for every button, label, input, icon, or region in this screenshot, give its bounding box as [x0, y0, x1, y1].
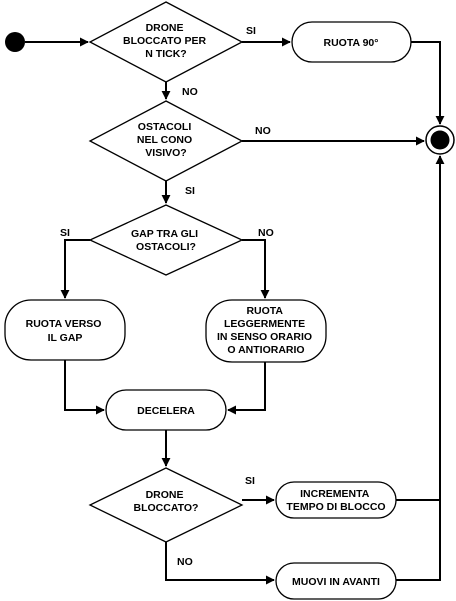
label-d2-no: NO: [255, 125, 271, 137]
edge-d3-no: [242, 239, 270, 299]
action-rotate-toward-gap: [4, 299, 126, 361]
label-d4-no: NO: [177, 556, 193, 568]
end-node: [425, 125, 455, 155]
d4-text: DRONE BLOCCATO?: [134, 489, 199, 514]
rotate90-text: RUOTA 90°: [324, 37, 379, 49]
move-forward-text: MUOVI IN AVANTI: [292, 576, 380, 588]
increment-text: INCREMENTA TEMPO DI BLOCCO: [286, 488, 385, 513]
edge-d3-si: [60, 239, 90, 299]
edge-slight-to-decelerate: [227, 362, 266, 415]
d1-text: DRONE BLOCCATO PER N TICK?: [123, 22, 209, 60]
edge-gap-to-decelerate: [64, 360, 105, 415]
label-d3-no: NO: [258, 227, 274, 239]
decelerate-text: DECELERA: [137, 405, 195, 417]
d3-text: GAP TRA GLI OSTACOLI?: [131, 228, 201, 253]
label-d3-si: SI: [60, 227, 70, 239]
decision-gap-between-obstacles: [88, 204, 244, 276]
edge-d4-no: [165, 542, 275, 585]
edge-rotate90-to-end: [411, 41, 445, 125]
start-node: [5, 32, 25, 52]
label-d4-si: SI: [245, 475, 255, 487]
label-d1-si: SI: [246, 25, 256, 37]
label-d2-si: SI: [185, 185, 195, 197]
rotate-slight-text: RUOTA LEGGERMENTE IN SENSO ORARIO O ANTI…: [217, 305, 315, 356]
rotate-gap-text: RUOTA VERSO IL GAP: [26, 318, 105, 344]
label-d1-no: NO: [182, 86, 198, 98]
d2-text: OSTACOLI NEL CONO VISIVO?: [137, 121, 195, 159]
edge-forward-to-end: [396, 155, 445, 581]
